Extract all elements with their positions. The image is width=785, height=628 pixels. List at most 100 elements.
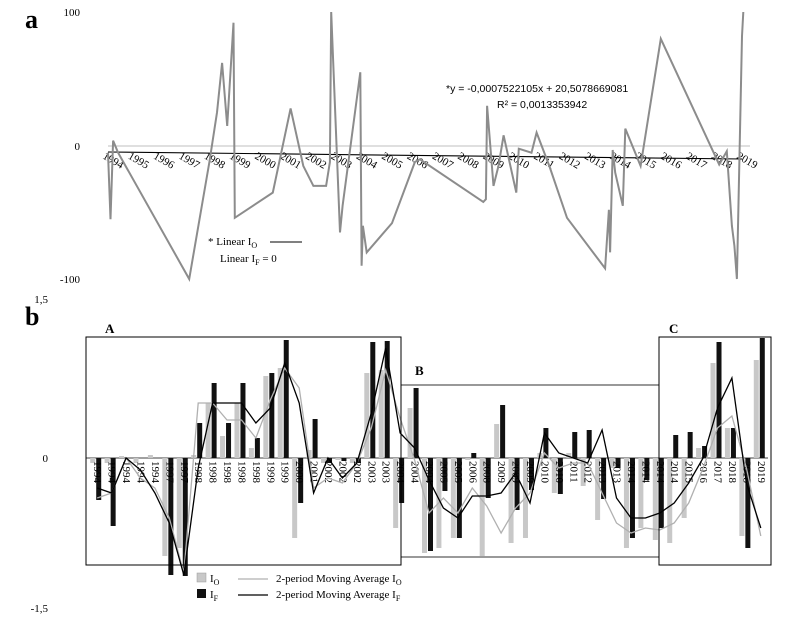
bar-io: [566, 453, 572, 458]
bar-io: [378, 370, 384, 458]
x-tick-label: 2016: [697, 461, 709, 484]
region-box-c: [658, 336, 772, 566]
bar-io: [465, 458, 471, 460]
bar-if: [543, 428, 549, 458]
bar-io: [321, 458, 327, 463]
region-label-a: A: [105, 321, 115, 336]
region-label-b: B: [415, 363, 424, 378]
y-tick-label: -1,5: [31, 603, 49, 615]
bar-if: [471, 453, 477, 458]
bar-if: [226, 423, 232, 458]
x-tick-label: 2014: [625, 461, 637, 484]
bar-io: [393, 458, 399, 528]
x-tick-label: 2013: [611, 461, 623, 484]
legend-ma-if-label: 2-period Moving Average IF: [276, 589, 401, 603]
bar-if: [428, 458, 433, 551]
x-tick-label: 1998: [235, 461, 247, 484]
panel-b-label: b: [25, 302, 39, 331]
bar-if: [168, 458, 174, 575]
bar-io: [681, 458, 687, 518]
bar-if: [485, 458, 491, 498]
x-tick-label: 2017: [712, 461, 724, 484]
x-tick-label: 2004: [394, 461, 406, 484]
bar-if: [658, 458, 664, 528]
bar-io: [753, 360, 759, 458]
bar-if: [730, 428, 736, 458]
bar-if: [384, 341, 390, 458]
series-line: [107, 11, 745, 282]
x-tick-label: 2012: [557, 150, 582, 171]
bar-io: [479, 458, 485, 556]
x-tick-label: 2009: [524, 461, 536, 484]
bar-if: [442, 458, 448, 491]
x-tick-label: 2003: [380, 461, 392, 484]
bar-if: [182, 458, 188, 576]
y-tick-label: 1,5: [34, 294, 48, 306]
x-tick-label: 2014: [654, 461, 666, 484]
panel-a-legend: * Linear IO Linear IF = 0: [208, 236, 302, 267]
moving-average-if-line: [96, 347, 762, 576]
bar-if: [254, 438, 260, 458]
bar-if: [399, 458, 405, 503]
bar-io: [494, 424, 500, 458]
x-tick-label: 1997: [163, 461, 175, 484]
x-tick-label: 2004: [409, 461, 421, 484]
bar-if: [716, 342, 722, 458]
x-tick-label: 1998: [207, 461, 219, 484]
bar-io: [638, 458, 644, 528]
x-tick-label: 2015: [633, 150, 658, 172]
bar-if: [673, 435, 679, 458]
x-tick-label: 2008: [456, 150, 481, 172]
bar-if: [687, 432, 693, 458]
x-tick-label: 2018: [726, 461, 738, 484]
x-tick-label: 1994: [149, 461, 161, 484]
bar-if: [269, 373, 275, 458]
bar-if: [110, 458, 116, 526]
bar-if: [341, 458, 347, 461]
y-tick-label: -100: [60, 274, 81, 286]
bar-io: [450, 458, 456, 538]
x-tick-label: 2005: [437, 461, 449, 484]
x-tick-label: 1998: [221, 461, 233, 484]
bar-io: [667, 458, 673, 543]
bar-io: [349, 458, 355, 463]
legend-linear-io-label: * Linear IO: [208, 236, 257, 250]
x-tick-label: 2019: [755, 461, 767, 484]
x-tick-label: 1999: [264, 461, 276, 484]
bar-io: [119, 456, 125, 458]
bar-if: [601, 458, 607, 499]
bar-if: [298, 458, 304, 503]
bar-io: [422, 458, 427, 553]
x-tick-label: 2002: [351, 461, 363, 483]
x-tick-label: 1996: [151, 150, 176, 172]
bar-io: [609, 458, 615, 468]
bar-io: [104, 458, 110, 463]
bar-if: [759, 338, 765, 458]
bar-io: [407, 408, 413, 458]
bar-io: [696, 448, 702, 458]
bar-io: [133, 458, 139, 463]
bar-io: [90, 458, 96, 463]
bar-if: [528, 458, 534, 490]
bar-if: [514, 458, 520, 510]
x-tick-label: 2013: [582, 150, 607, 172]
x-tick-label: 1995: [126, 150, 151, 172]
x-tick-label: 2014: [639, 461, 651, 484]
bar-if: [312, 419, 318, 458]
bar-if: [586, 430, 592, 458]
x-tick-label: 1994: [91, 461, 103, 484]
legend-io-swatch: [196, 572, 207, 583]
x-tick-label: 2008: [481, 461, 493, 484]
bar-if: [557, 458, 563, 494]
bar-io: [248, 448, 254, 458]
x-tick-label: 2006: [466, 461, 478, 484]
bar-io: [580, 458, 586, 486]
bar-if: [572, 432, 578, 458]
trendline-equation: *y = -0,0007522105x + 20,5078669081: [446, 83, 628, 95]
moving-average-io-line: [96, 366, 762, 574]
bar-io: [595, 458, 601, 520]
x-tick-label: 2011: [567, 461, 579, 483]
bar-io: [147, 455, 153, 458]
